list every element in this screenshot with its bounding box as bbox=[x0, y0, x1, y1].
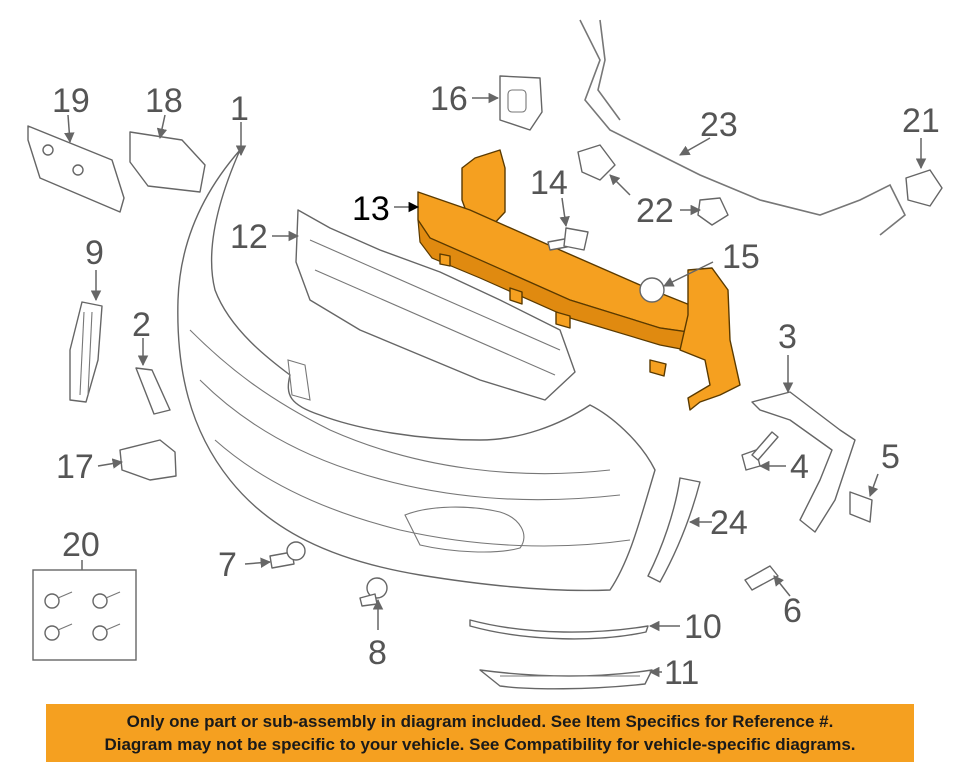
bracket-18 bbox=[129, 131, 206, 193]
parts-diagram: 1 2 3 4 5 6 7 8 9 10 11 12 13 14 15 16 1… bbox=[27, 19, 943, 692]
nut-8 bbox=[359, 577, 388, 607]
label-part-8: 8 bbox=[368, 634, 387, 672]
nut-15 bbox=[639, 277, 665, 303]
bolt-14 bbox=[547, 227, 589, 251]
label-part-4: 4 bbox=[790, 448, 809, 486]
bumper-reinforcement bbox=[417, 149, 741, 411]
label-part-3: 3 bbox=[778, 318, 797, 356]
bracket-19 bbox=[27, 125, 125, 213]
label-part-14: 14 bbox=[530, 164, 568, 202]
clip-2 bbox=[135, 367, 171, 415]
sensor-21 bbox=[905, 169, 943, 207]
notice-line-1: Only one part or sub-assembly in diagram… bbox=[126, 712, 834, 731]
label-part-1: 1 bbox=[230, 90, 249, 128]
bumper-cover bbox=[177, 149, 656, 592]
grille-11 bbox=[479, 669, 653, 690]
callout-labels: 1 2 3 4 5 6 7 8 9 10 11 12 13 14 15 16 1… bbox=[52, 80, 940, 692]
label-part-5: 5 bbox=[881, 438, 900, 476]
trim-9 bbox=[69, 301, 103, 403]
label-part-7: 7 bbox=[218, 546, 237, 584]
strip-10 bbox=[469, 619, 649, 640]
label-part-22: 22 bbox=[636, 192, 674, 230]
label-part-17: 17 bbox=[56, 448, 94, 486]
sensor-22 bbox=[577, 144, 729, 226]
label-part-21: 21 bbox=[902, 102, 940, 140]
moulding-24 bbox=[647, 477, 701, 583]
leader-lines bbox=[64, 92, 927, 678]
label-part-6: 6 bbox=[783, 592, 802, 630]
label-part-24: 24 bbox=[710, 504, 748, 542]
label-part-16: 16 bbox=[430, 80, 468, 118]
label-part-11: 11 bbox=[664, 654, 699, 692]
label-part-18: 18 bbox=[145, 82, 183, 120]
clip-5 bbox=[849, 491, 873, 523]
screws-box-20 bbox=[32, 569, 137, 661]
notice-banner: Only one part or sub-assembly in diagram… bbox=[46, 704, 914, 762]
label-part-2: 2 bbox=[132, 306, 151, 344]
bolt-7 bbox=[269, 541, 306, 569]
label-part-9: 9 bbox=[85, 234, 104, 272]
label-part-23: 23 bbox=[700, 106, 738, 144]
label-part-12: 12 bbox=[230, 218, 268, 256]
bracket-16 bbox=[499, 75, 543, 131]
rivet-6 bbox=[744, 565, 779, 591]
label-part-19: 19 bbox=[52, 82, 90, 120]
label-part-13: 13 bbox=[352, 190, 390, 228]
wiring-harness-23 bbox=[579, 19, 907, 236]
bracket-3 bbox=[751, 391, 856, 533]
label-part-10: 10 bbox=[684, 608, 722, 646]
energy-absorber bbox=[295, 209, 576, 401]
sensor-bracket-17 bbox=[119, 439, 177, 481]
bolt-4 bbox=[741, 431, 779, 471]
notice-line-2: Diagram may not be specific to your vehi… bbox=[104, 735, 856, 754]
label-part-20: 20 bbox=[62, 526, 100, 564]
label-part-15: 15 bbox=[722, 238, 760, 276]
